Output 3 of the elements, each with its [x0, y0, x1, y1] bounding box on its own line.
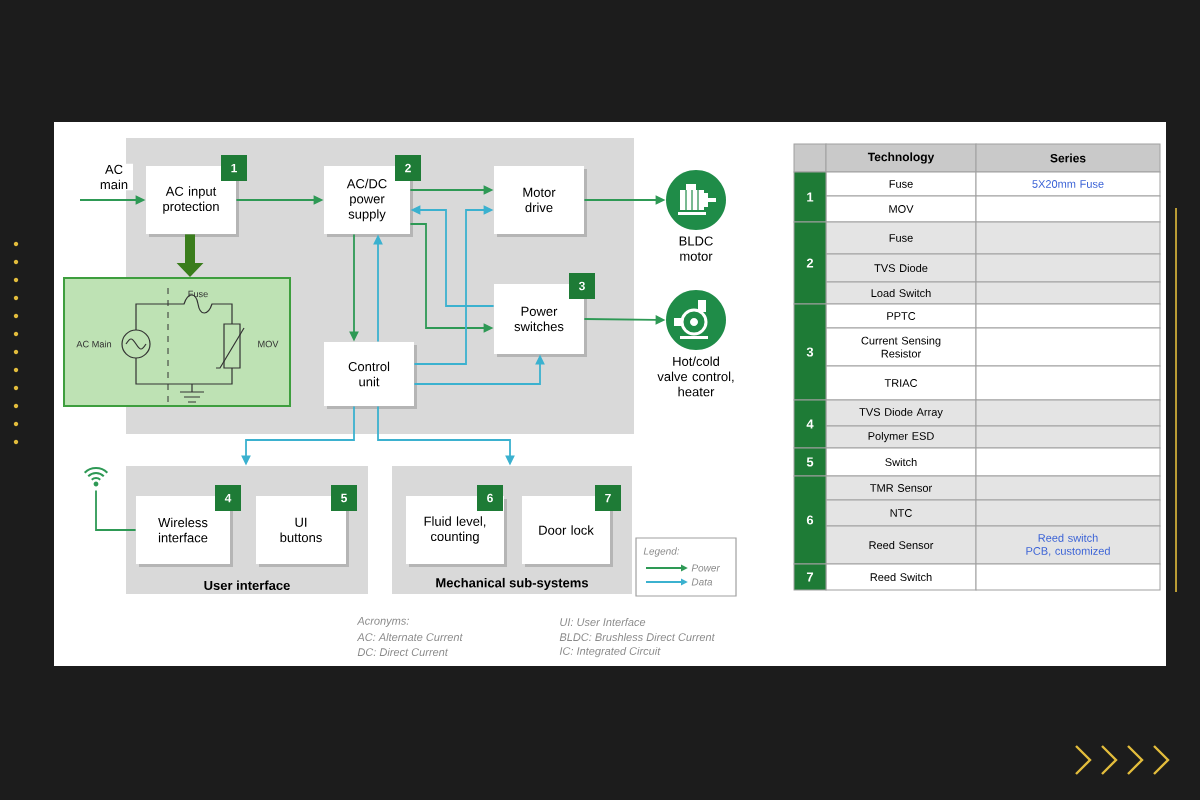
connector-line [95, 489, 137, 531]
inset-panel [63, 277, 291, 407]
wifi-icon [83, 467, 109, 487]
